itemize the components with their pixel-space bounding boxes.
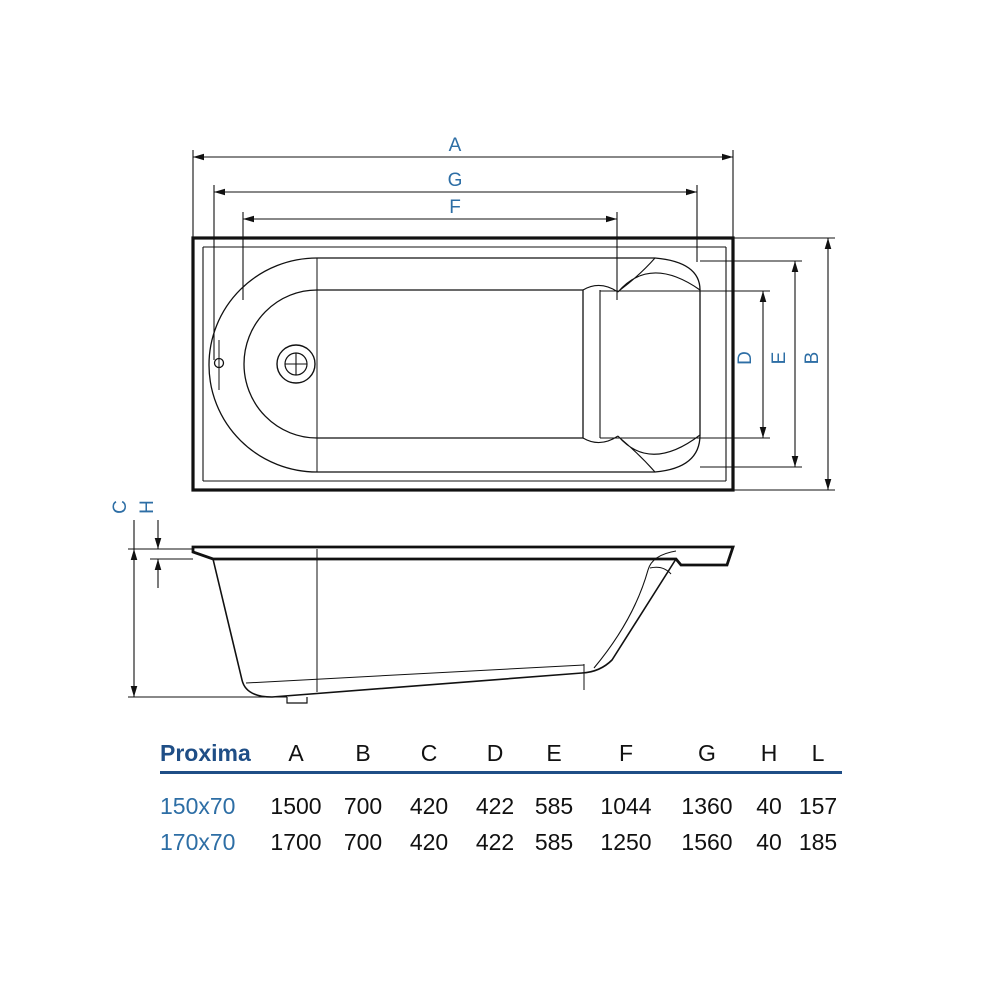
- tub-rim-outline: [191, 236, 735, 492]
- table-column-header: F: [582, 735, 670, 774]
- bathtub-technical-drawing: A G F D E B C H: [110, 135, 835, 704]
- table-column-header: E: [526, 735, 582, 774]
- label-g: G: [448, 170, 463, 191]
- tub-floor-curve: [245, 664, 585, 684]
- drain-icon: [276, 344, 316, 384]
- table-column-header: D: [464, 735, 526, 774]
- headrest-curves: [582, 257, 701, 473]
- label-f: F: [449, 197, 461, 218]
- table-cell: 157: [798, 792, 838, 819]
- side-view: [191, 545, 735, 704]
- label-c: C: [110, 500, 131, 514]
- table-cell: 40: [756, 828, 782, 855]
- table-cell: 185: [798, 828, 838, 855]
- horizontal-dimensions: [192, 150, 734, 360]
- tub-side-inner: [593, 550, 677, 669]
- label-b: B: [802, 352, 823, 365]
- label-e: E: [769, 352, 790, 365]
- plan-view: [191, 236, 735, 492]
- table-column-header: C: [394, 735, 464, 774]
- table-cell: 420: [409, 792, 449, 819]
- table-cell: 585: [534, 792, 574, 819]
- table-row: 170x70 1700 700 420 422 585 1250 1560 40…: [160, 824, 842, 860]
- table-cell: 1560: [681, 828, 733, 855]
- side-dimensions: [128, 520, 287, 698]
- label-h: H: [137, 500, 158, 514]
- table-cell: 422: [475, 792, 515, 819]
- drain-foot: [286, 697, 308, 704]
- table-cell: 1044: [600, 792, 652, 819]
- tub-inner-edge: [202, 246, 727, 482]
- table-column-header: A: [260, 735, 332, 774]
- table-cell: 40: [756, 792, 782, 819]
- dimension-table: Proxima A B C D E F G H L 150x70 1500 70…: [160, 735, 842, 860]
- table-column-header: G: [670, 735, 744, 774]
- table-cell: 422: [475, 828, 515, 855]
- table-row-model: 150x70: [160, 792, 236, 819]
- table-cell: 700: [343, 828, 383, 855]
- overflow-hole: [213, 357, 225, 369]
- table-cell: 585: [534, 828, 574, 855]
- table-cell: 1500: [270, 792, 322, 819]
- table-header-row: Proxima A B C D E F G H L: [160, 735, 842, 774]
- label-d: D: [735, 351, 756, 365]
- table-column-header: H: [744, 735, 794, 774]
- tub-bottom-floor: [243, 289, 584, 439]
- table-model-header: Proxima: [160, 735, 260, 774]
- table-cell: 700: [343, 792, 383, 819]
- table-row: 150x70 1500 700 420 422 585 1044 1360 40…: [160, 773, 842, 825]
- label-a: A: [449, 135, 462, 156]
- table-cell: 420: [409, 828, 449, 855]
- tub-side-body: [212, 558, 677, 698]
- headrest-side: [649, 566, 672, 575]
- table-cell: 1360: [681, 792, 733, 819]
- table-column-header: B: [332, 735, 394, 774]
- table-cell: 1700: [270, 828, 322, 855]
- tub-side-rim: [191, 545, 735, 567]
- table-cell: 1250: [600, 828, 652, 855]
- vertical-dimensions: [600, 237, 835, 491]
- table-column-header: L: [794, 735, 842, 774]
- drain-cross: [285, 353, 307, 375]
- table-row-model: 170x70: [160, 828, 236, 855]
